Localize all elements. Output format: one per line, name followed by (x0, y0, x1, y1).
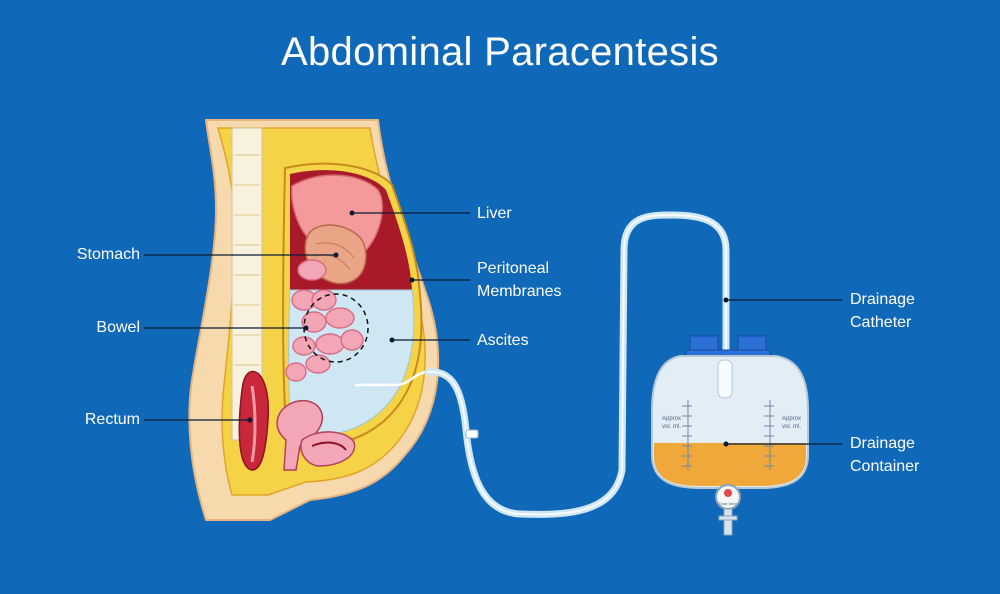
label-ascites: Ascites (477, 332, 529, 349)
bag-vol-right: vol. ml. (782, 424, 801, 430)
label-peritoneal-line1: Peritoneal (477, 260, 550, 277)
drain-spout (723, 508, 733, 536)
label-stomach: Stomach (76, 246, 140, 263)
bag-inner-tube (717, 359, 733, 399)
drain-valve-label: Drain Valve (719, 502, 737, 506)
label-catheter-line1: Drainage (850, 291, 915, 308)
label-drainage-container: Drainage Container (850, 432, 919, 478)
volume-scale-right (764, 400, 774, 470)
bag-approx-right: Approx (782, 416, 801, 422)
bag-approx-left: Approx (662, 416, 681, 422)
label-peritoneal-line2: Membranes (477, 283, 562, 300)
drain-spout-cap (718, 515, 738, 521)
bladder-inner (311, 441, 347, 451)
label-peritoneal-membranes: Peritoneal Membranes (477, 257, 561, 303)
label-drainage-catheter: Drainage Catheter (850, 288, 915, 334)
label-container-line2: Container (850, 458, 920, 475)
rectum-lining (250, 385, 257, 463)
volume-scale-left (682, 400, 692, 470)
drainage-tube-highlight (427, 213, 727, 516)
torso-cross-section (188, 119, 440, 521)
tube-connector (465, 429, 479, 439)
vertebrae (234, 154, 260, 366)
bag-fluid (654, 443, 806, 486)
label-bowel: Bowel (96, 319, 140, 336)
bladder (300, 431, 356, 467)
drain-valve-dial (724, 489, 732, 497)
label-catheter-line2: Catheter (850, 314, 912, 331)
drainage-bag: Approx vol. ml. Approx vol. ml. Drain Va… (651, 335, 809, 536)
label-container-line1: Drainage (850, 435, 915, 452)
catheter-inside-body (355, 370, 429, 387)
leader-lines (144, 210, 842, 447)
label-rectum: Rectum (84, 411, 140, 428)
bag-vol-left: vol. ml. (662, 424, 681, 430)
diagram-title: Abdominal Paracentesis (281, 30, 719, 74)
label-liver: Liver (477, 205, 512, 222)
bowel-loops (285, 259, 364, 382)
